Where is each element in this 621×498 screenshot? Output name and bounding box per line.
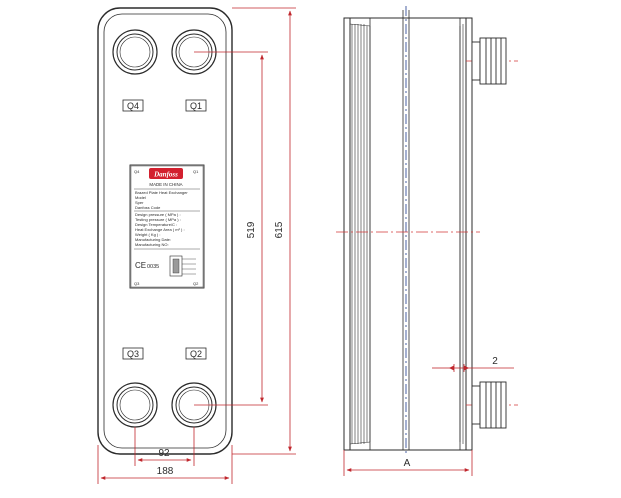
nameplate-line-design-temperature: Design Temperature/C :	[135, 222, 177, 227]
dimension-label-92: 92	[158, 448, 170, 459]
left-end-plate	[343, 17, 351, 451]
port-q3	[112, 382, 158, 428]
dimension-width-ports	[134, 427, 195, 466]
nameplate-line-code: Danfoss Code	[135, 205, 161, 210]
dimension-label-188: 188	[157, 466, 174, 477]
dimension-height-ports	[194, 51, 268, 406]
nameplate-line-testing-pressure: Testing pressure ( MPa ) :	[135, 217, 181, 222]
top-port-connector	[471, 37, 507, 85]
port-label-q2: Q2	[190, 349, 202, 359]
plate-inner-outline	[103, 13, 227, 449]
nameplate-corner-q2: Q2	[193, 281, 199, 286]
nameplate-corner-q3: Q3	[134, 281, 140, 286]
dimension-height-total	[232, 7, 296, 455]
nameplate-line-sper: Sper	[135, 200, 144, 205]
side-view: 2 A	[336, 6, 518, 476]
dimension-width-total	[97, 445, 233, 484]
port-label-q3: Q3	[127, 349, 139, 359]
nameplate-ce-number: 0035	[147, 264, 159, 270]
dimension-label-615: 615	[274, 221, 285, 238]
nameplate-line-number: Manufacturing NO:	[135, 242, 169, 247]
danfoss-logo: Danfoss	[149, 168, 183, 179]
plate-outer-outline	[97, 7, 233, 455]
nameplate-line-product: Brazed Plate Heat Exchanger	[135, 190, 188, 195]
dimension-depth	[343, 450, 473, 476]
port-label-q4: Q4	[127, 101, 139, 111]
plate-stack-left	[349, 23, 371, 445]
nameplate-line-date: Manufacturing Date:	[135, 237, 171, 242]
nameplate-brand: Danfoss	[153, 171, 178, 179]
dimension-label-2: 2	[492, 356, 498, 367]
plate-body	[369, 10, 461, 450]
dimension-label-519: 519	[246, 221, 257, 238]
flow-diagram-icon	[169, 255, 196, 277]
bottom-port-connector	[471, 381, 507, 429]
nameplate-ce-mark: CE	[135, 261, 146, 270]
port-q4	[112, 29, 158, 75]
nameplate-line-heat-area: Heat Exchange Area ( m² ) :	[135, 227, 185, 232]
port-label-q1: Q1	[190, 101, 202, 111]
nameplate-corner-q1: Q1	[193, 169, 199, 174]
right-end-plate	[465, 17, 473, 451]
nameplate: Q4 Q1 Danfoss MADE IN CHINA Brazed Plate…	[129, 164, 205, 289]
nameplate-line-weight: Weight ( Kg ) :	[135, 232, 161, 237]
nameplate-line-model: Model	[135, 195, 146, 200]
dimension-plate-gap	[432, 364, 514, 372]
front-view: Q4 Q1 Q3 Q2 Q4 Q1 Danfoss MADE IN CHINA …	[97, 7, 296, 484]
nameplate-made-in: MADE IN CHINA	[149, 182, 182, 187]
nameplate-line-design-pressure: Design pressure ( MPa ) :	[135, 212, 181, 217]
nameplate-corner-q4: Q4	[134, 169, 140, 174]
dimension-label-a: A	[404, 458, 411, 469]
